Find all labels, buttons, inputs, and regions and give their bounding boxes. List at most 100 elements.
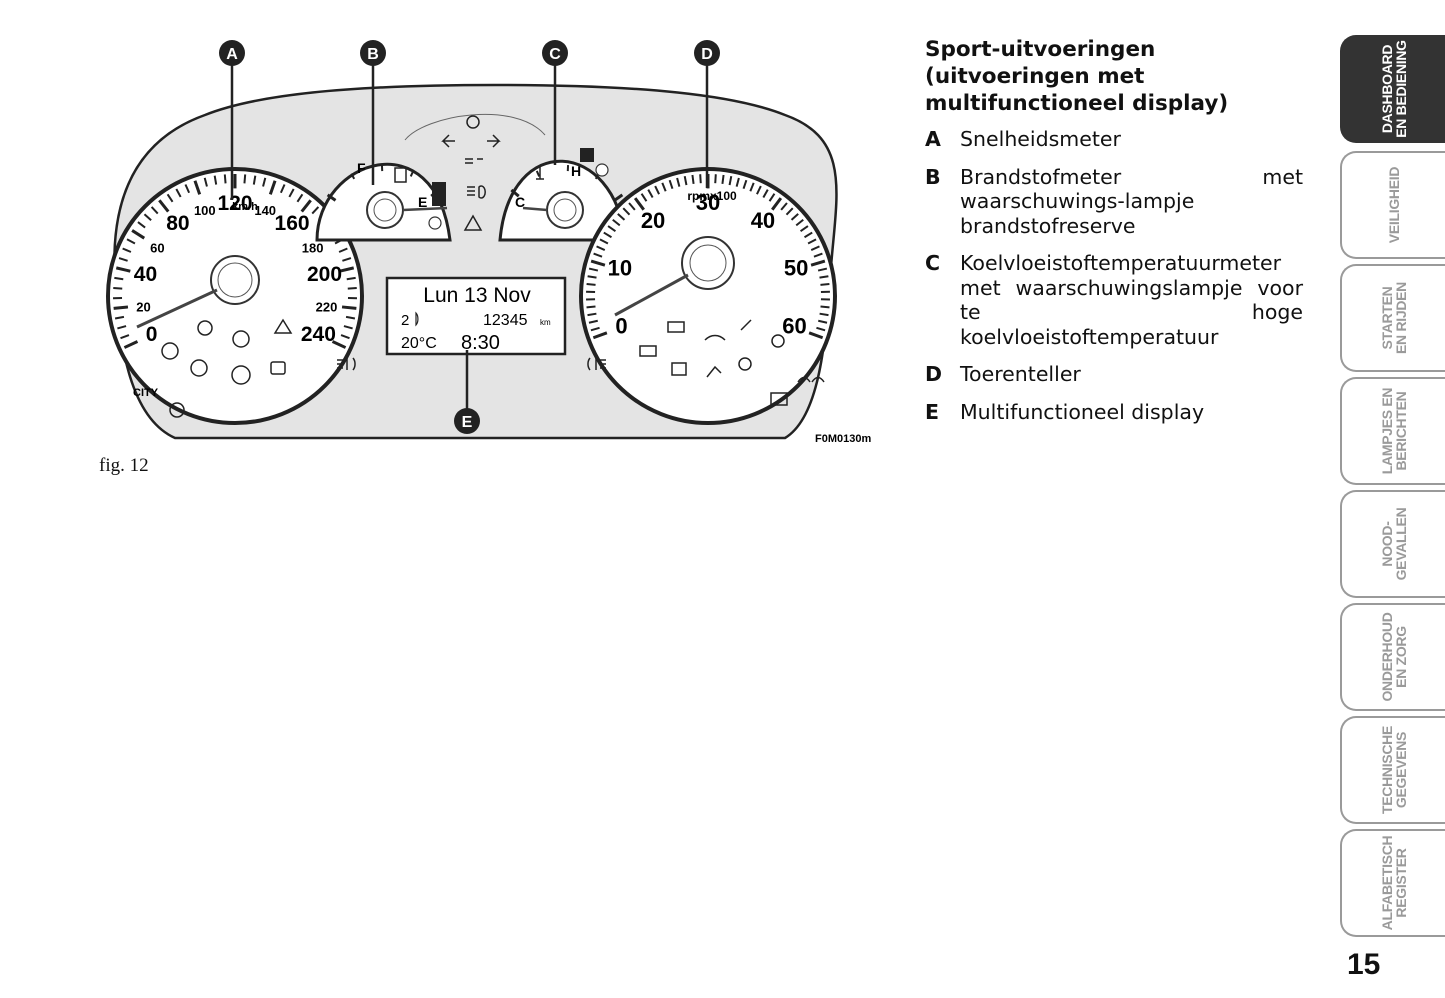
water-in-fuel-icon (770, 392, 788, 406)
gauge-tick (126, 238, 136, 245)
display-temperature: 20°C (401, 335, 437, 352)
abs-warning-icon (197, 320, 213, 336)
tab-lampjes[interactable]: LAMPJES EN BERICHTEN (1340, 377, 1445, 485)
gauge-tick (409, 170, 415, 177)
gauge-tick (661, 182, 667, 192)
gauge-tick (158, 199, 170, 213)
gauge-tick (628, 202, 636, 211)
svg-text:B: B (367, 46, 379, 63)
front-fog-icon (337, 357, 356, 371)
tab-technische[interactable]: TECHNISCHE GEGEVENS (1340, 716, 1445, 824)
gauge-tick (113, 305, 129, 310)
rpm-needle (614, 273, 689, 317)
side-lights-icon (465, 158, 483, 164)
tab-label: NOOD- GEVALLEN (1378, 507, 1409, 581)
gauge-tick (535, 170, 541, 177)
gauge-tick (813, 252, 823, 258)
speed-unit: km/h (232, 201, 258, 213)
gauge-tick (346, 276, 356, 281)
tab-veiligheid[interactable]: VEILIGHEID (1340, 151, 1445, 259)
gauge-tick (587, 275, 597, 279)
dial-label: 220 (316, 299, 338, 314)
gauge-tick (588, 267, 599, 272)
gauge-tick (118, 257, 128, 262)
tab-label: DASHBOARD EN BEDIENING (1378, 40, 1409, 138)
item-key: C (925, 251, 941, 275)
gauge-tick (668, 179, 674, 190)
dial-label: 200 (307, 263, 342, 286)
dial-label: 140 (254, 203, 276, 218)
high-beam-icon (467, 185, 486, 199)
list-item: D Toerenteller (925, 362, 1303, 387)
gauge-tick (613, 193, 624, 202)
tab-dashboard[interactable]: DASHBOARD EN BEDIENING (1340, 35, 1445, 143)
speed-needle (136, 288, 218, 329)
coolant-icon (536, 167, 544, 180)
gauge-tick (617, 213, 626, 221)
gauge-tick (633, 197, 645, 211)
gauge-tick (296, 193, 304, 203)
gauge-tick (607, 225, 617, 233)
gauge-tick (676, 177, 681, 187)
gauge-tick (150, 206, 159, 215)
gauge-tick (223, 174, 227, 184)
seat-icon (706, 365, 722, 378)
gauge-tick (820, 305, 830, 309)
tab-label: LAMPJES EN BERICHTEN (1378, 387, 1409, 475)
list-item: B Brandstofmeter met waarschuwings-lampj… (925, 165, 1303, 239)
dial-label: 60 (782, 313, 806, 338)
dial-label: 100 (194, 203, 216, 218)
display-gear: 2 (401, 312, 409, 329)
dial-label: 160 (275, 212, 310, 235)
page-number: 15 (1347, 948, 1381, 981)
rpm-unit: rpmx100 (687, 189, 737, 203)
tab-label: STARTEN EN RIJDEN (1378, 282, 1409, 354)
fuel-reserve-lamp (428, 216, 442, 230)
list-item: A Snelheidsmeter (925, 127, 1303, 152)
gauge-tick (728, 176, 733, 186)
gauge-tick (203, 177, 208, 187)
glow-icon (797, 376, 825, 383)
gauge-tick (347, 287, 357, 290)
gauge-tick (340, 334, 350, 340)
dualdrive-icon (169, 402, 185, 418)
gauge-tick (771, 197, 783, 211)
gauge-tick (714, 174, 717, 184)
tab-label: VEILIGHEID (1385, 166, 1402, 244)
gauge-tick (268, 180, 277, 195)
tab-register[interactable]: ALFABETISCH REGISTER (1340, 829, 1445, 937)
dial-label: 30 (696, 190, 720, 215)
dial-label: 60 (150, 241, 164, 256)
tab-starten[interactable]: STARTEN EN RIJDEN (1340, 264, 1445, 372)
bulb-failure-icon (466, 115, 480, 129)
multifunction-display: Lun 13 Nov 2 12345 km 20°C 8:30 (385, 276, 567, 356)
gauge-tick (122, 247, 132, 253)
temp-hot-label: H (571, 163, 581, 179)
item-key: D (925, 362, 943, 386)
gauge-tick (810, 245, 820, 251)
gauge-tick (311, 206, 320, 215)
tab-noodgevallen[interactable]: NOOD- GEVALLEN (1340, 490, 1445, 598)
gauge-tick (115, 266, 131, 273)
gauge-tick (143, 213, 152, 222)
svg-text:E: E (462, 414, 473, 431)
headlight-level-icon (415, 311, 419, 327)
gauge-tick (819, 312, 829, 317)
gauge-tick (123, 340, 139, 349)
tab-onderhoud[interactable]: ONDERHOUD EN ZORG (1340, 603, 1445, 711)
turn-right-icon (487, 134, 501, 148)
tab-label: TECHNISCHE GEGEVENS (1378, 726, 1409, 815)
chapter-tabs: DASHBOARD EN BEDIENING VEILIGHEID STARTE… (1340, 35, 1445, 945)
callout-c: C (542, 40, 568, 66)
callout-b: B (360, 40, 386, 66)
gauge-tick (742, 179, 748, 190)
item-key: A (925, 127, 941, 151)
gauge-tick (603, 231, 613, 239)
gauge-tick (588, 319, 598, 324)
gauge-tick (586, 305, 596, 309)
display-time: 8:30 (461, 332, 500, 354)
fuel-empty-label: E (418, 194, 427, 210)
gauge-tick (820, 282, 830, 286)
gauge-tick (622, 207, 631, 216)
gauge-tick (768, 193, 776, 202)
